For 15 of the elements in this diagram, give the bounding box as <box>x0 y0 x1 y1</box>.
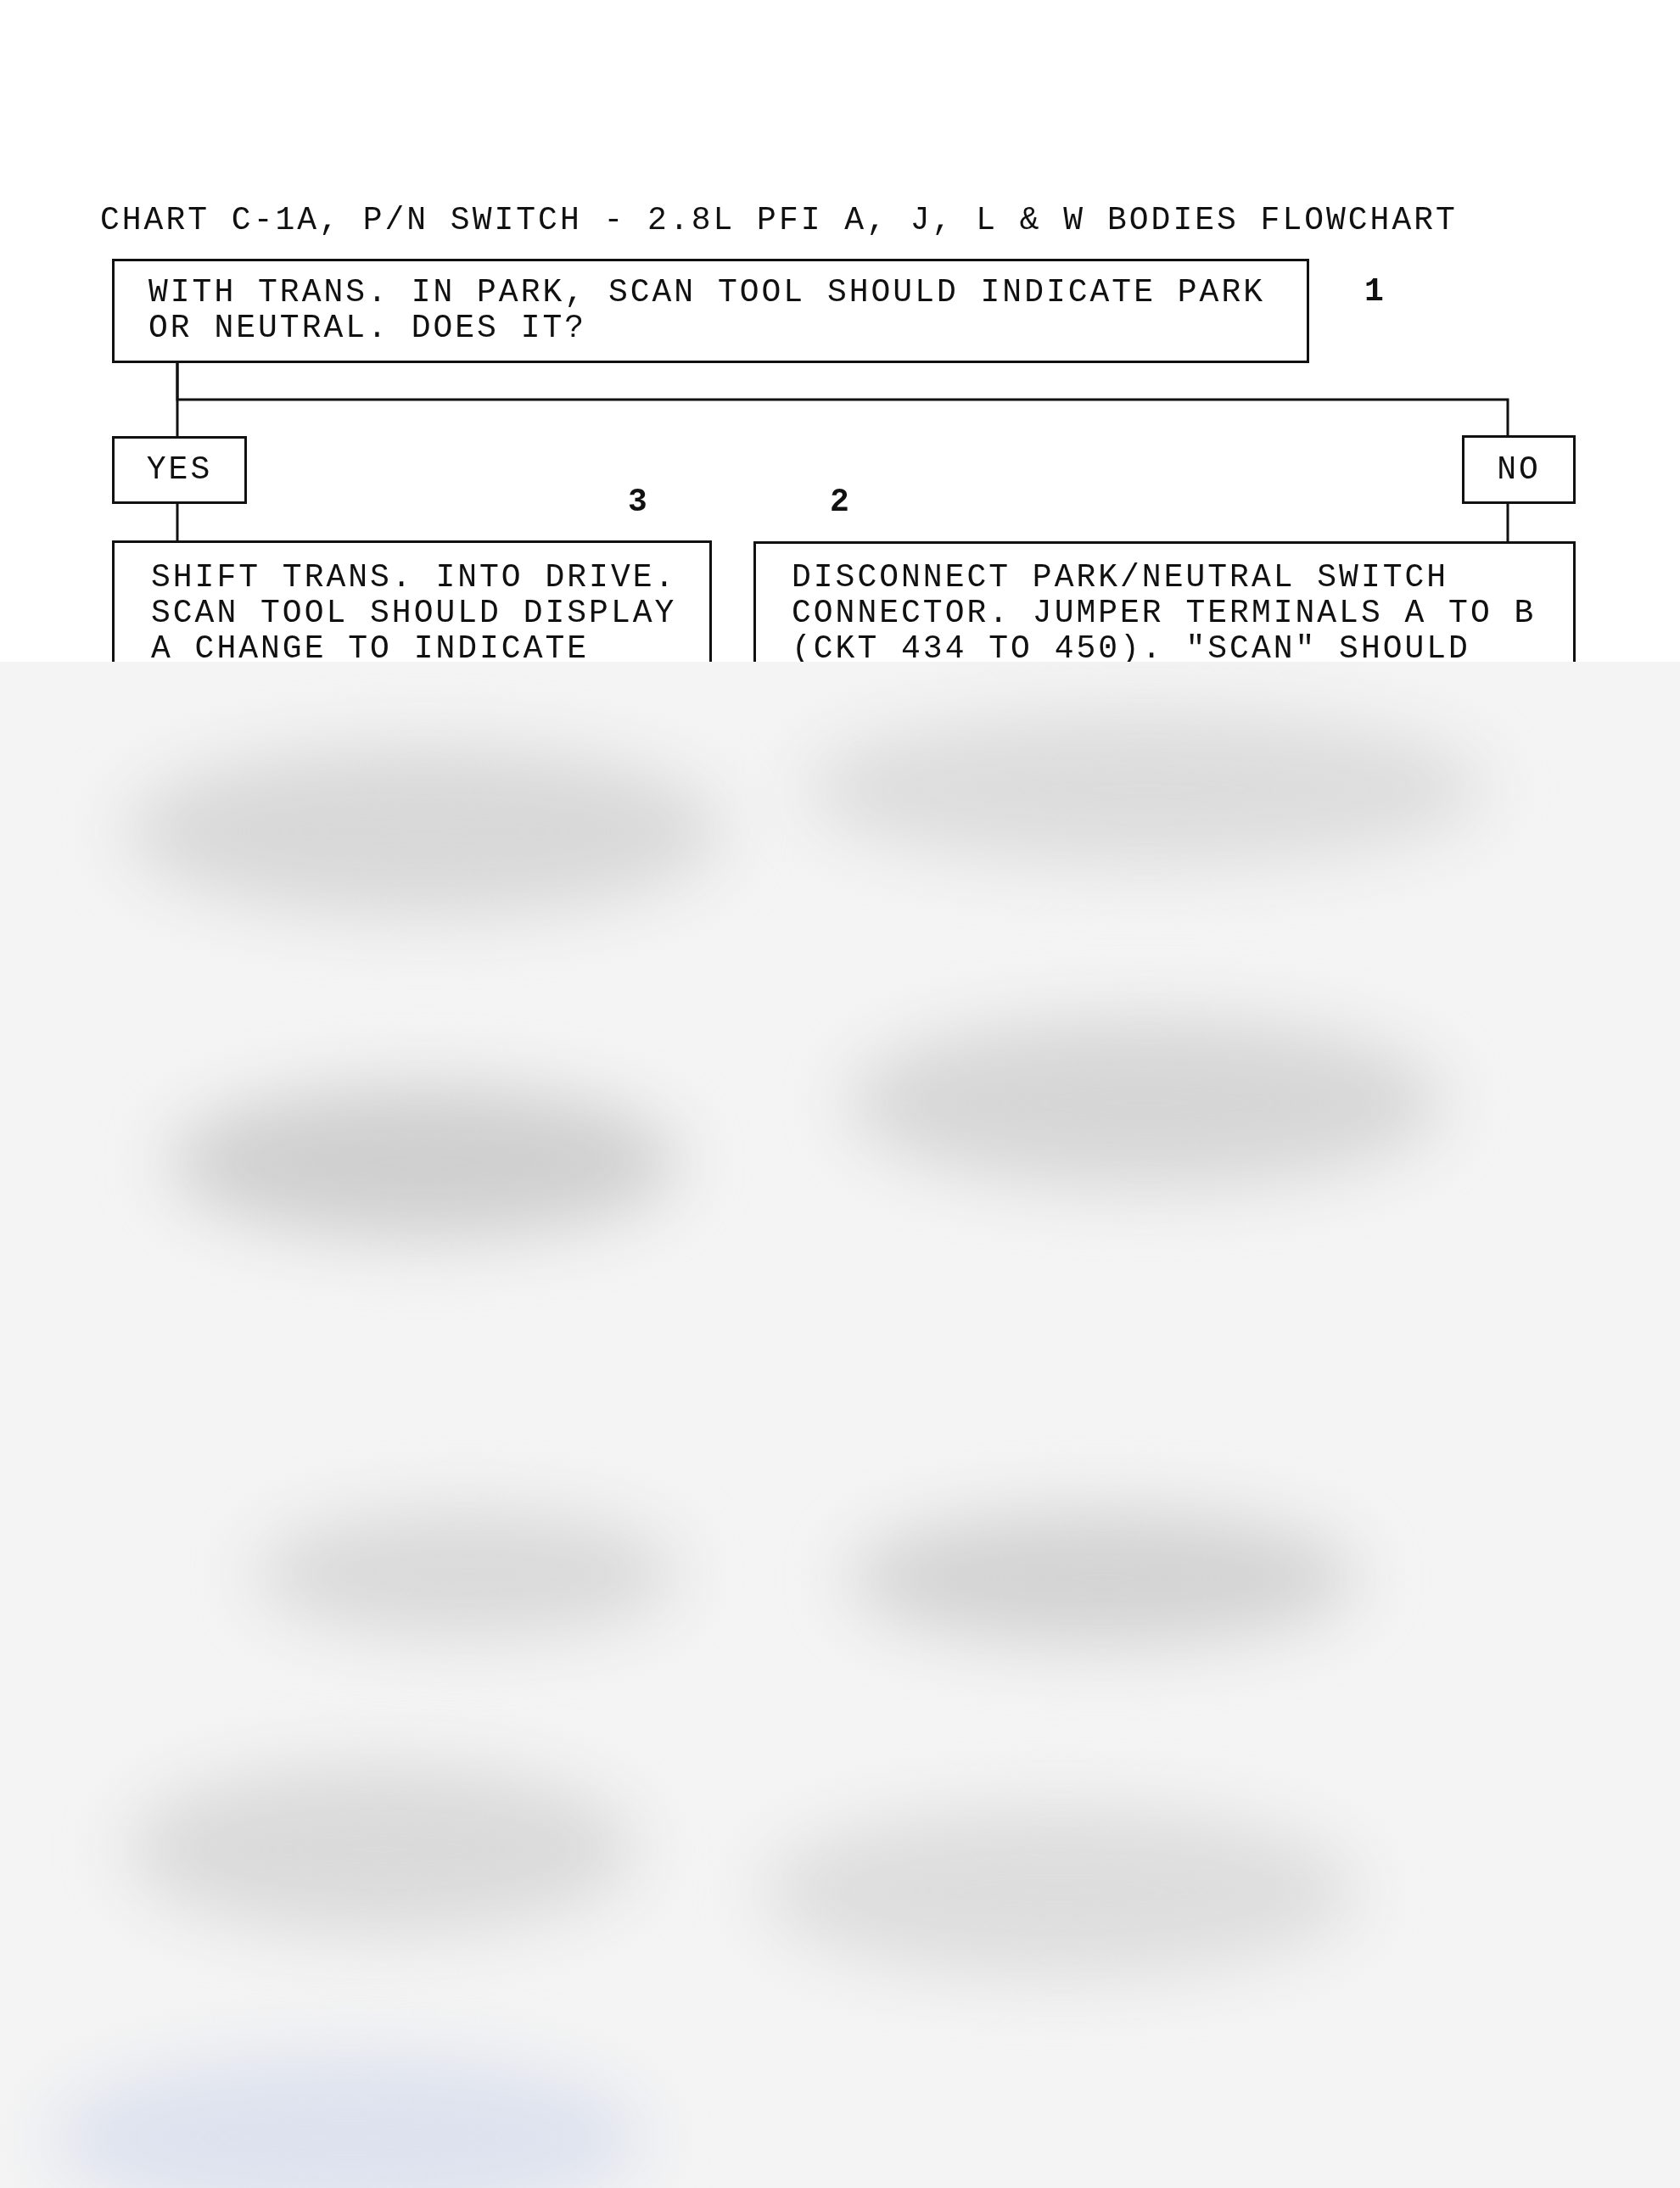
branch-label: YES <box>146 452 213 488</box>
step-text: WITH TRANS. IN PARK, SCAN TOOL SHOULD INDICATE PARK OR NEUTRAL. DOES IT? <box>148 275 1266 346</box>
chart-title: CHART C-1A, P/N SWITCH - 2.8L PFI A, J, L & W BODIES FLOWCHART <box>100 202 1458 239</box>
step-number: 3 <box>628 484 647 521</box>
branch-box <box>1462 435 1576 504</box>
connector-line <box>176 363 1509 435</box>
connector-line <box>1506 504 1509 541</box>
branch-box <box>112 436 247 504</box>
branch-label: NO <box>1497 451 1541 488</box>
step-number: 1 <box>1364 273 1384 311</box>
step-text: SHIFT TRANS. INTO DRIVE. SCAN TOOL SHOULD DISPLAY A CHANGE TO INDICATE <box>151 560 678 667</box>
connector-line <box>176 504 179 540</box>
step-text: DISCONNECT PARK/NEUTRAL SWITCH CONNECTOR. JUMPER TERMINALS A TO B (CKT 434 TO 450). "SCAN" SHOULD <box>792 560 1537 667</box>
step-number: 2 <box>830 484 849 521</box>
decision-box <box>112 259 1309 363</box>
